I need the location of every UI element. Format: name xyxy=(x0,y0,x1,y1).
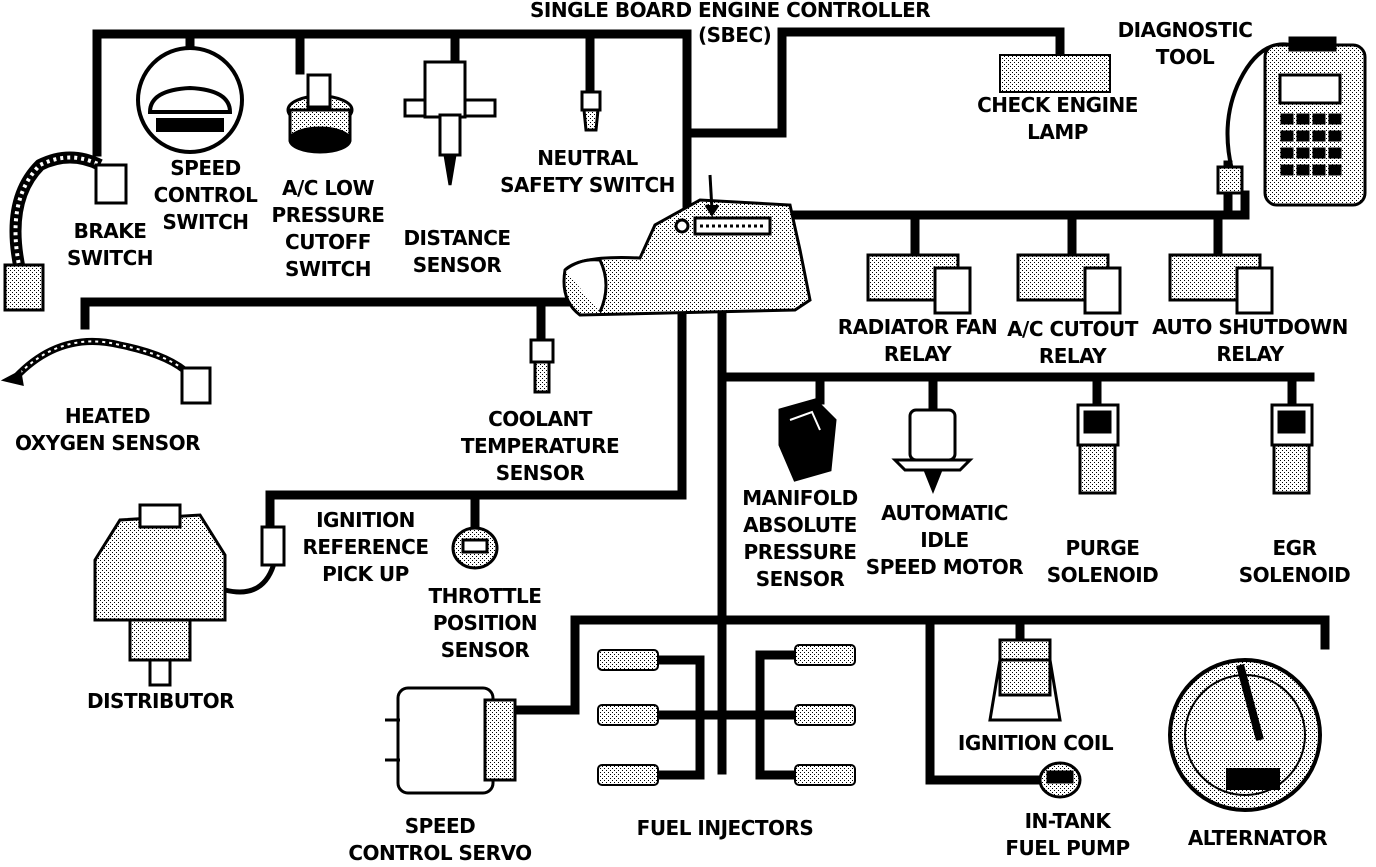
brake-switch-label: BRAKE SWITCH xyxy=(67,219,153,270)
ignition-reference-label: IGNITION REFERENCE PICK UP xyxy=(302,508,429,586)
sbec-controller xyxy=(562,174,812,317)
fuel-injectors-label: FUEL INJECTORS xyxy=(636,816,814,840)
check-engine-lamp-label: CHECK ENGINE LAMP xyxy=(977,93,1138,144)
title-label: SINGLE BOARD ENGINE CONTROLLER xyxy=(530,0,931,22)
heated-oxygen-sensor-label: HEATED OXYGEN SENSOR xyxy=(14,404,201,455)
auto-shutdown-relay-label: AUTO SHUTDOWN RELAY xyxy=(1152,315,1348,366)
egr-solenoid-label: EGR SOLENOID xyxy=(1238,536,1351,587)
auto-shutdown-relay-shape xyxy=(1168,253,1274,315)
alternator-label: ALTERNATOR xyxy=(1187,826,1328,850)
ais-motor-shape xyxy=(891,408,974,495)
ac-low-pressure-label: A/C LOW PRESSURE CUTOFF SWITCH xyxy=(271,176,385,281)
throttle-position-sensor-shape xyxy=(451,526,499,570)
speed-control-switch-shape xyxy=(136,46,244,154)
wire-top-left-bus xyxy=(92,29,692,220)
radiator-fan-relay-label: RADIATOR FAN RELAY xyxy=(837,315,998,366)
ais-motor-label: AUTOMATIC IDLE SPEED MOTOR xyxy=(865,501,1024,579)
wiring-harness xyxy=(80,27,1330,785)
ac-cutout-relay-shape xyxy=(1016,253,1122,315)
purge-solenoid-label: PURGE SOLENOID xyxy=(1046,536,1159,587)
title-abbrev-label: (SBEC) xyxy=(698,23,772,47)
diagnostic-tool-label: DIAGNOSTIC TOOL xyxy=(1117,18,1253,69)
fuel-pump-shape xyxy=(1038,761,1082,799)
brake-switch-shape xyxy=(3,151,128,312)
wire-lower-bus xyxy=(570,615,1330,710)
wire-check-engine xyxy=(682,27,1065,138)
distributor-shape xyxy=(93,503,286,687)
distance-sensor-shape xyxy=(403,60,497,186)
wire-diagnostic-bus xyxy=(785,190,1250,245)
speed-control-servo-shape xyxy=(385,686,517,795)
map-sensor-shape xyxy=(778,398,837,482)
in-tank-fuel-pump-label: IN-TANK FUEL PUMP xyxy=(1005,809,1130,860)
coolant-temperature-sensor-shape xyxy=(529,338,555,394)
alternator-shape xyxy=(1168,658,1322,812)
check-engine-lamp-shape xyxy=(999,54,1111,93)
ignition-coil-shape xyxy=(988,638,1062,722)
wire-oxygen-sensor xyxy=(80,297,580,330)
ignition-coil-label: IGNITION COIL xyxy=(957,731,1114,755)
heated-oxygen-sensor-shape xyxy=(0,337,212,405)
speed-control-servo-label: SPEED CONTROL SERVO xyxy=(348,814,532,865)
diagnostic-tool-shape xyxy=(1216,36,1367,207)
wire-fuel-pump xyxy=(925,615,1045,785)
map-sensor-label: MANIFOLD ABSOLUTE PRESSURE SENSOR xyxy=(742,486,858,591)
throttle-position-sensor-label: THROTTLE POSITION SENSOR xyxy=(428,584,542,662)
ac-cutout-relay-label: A/C CUTOUT RELAY xyxy=(1007,317,1138,368)
distance-sensor-label: DISTANCE SENSOR xyxy=(403,226,511,277)
ac-low-pressure-switch-shape xyxy=(286,73,354,154)
purge-solenoid-shape xyxy=(1076,403,1120,495)
fuel-injectors-shape xyxy=(597,644,856,786)
coolant-temperature-sensor-label: COOLANT TEMPERATURE SENSOR xyxy=(460,407,620,485)
distributor-label: DISTRIBUTOR xyxy=(87,689,234,713)
radiator-fan-relay-shape xyxy=(866,253,972,315)
speed-control-switch-label: SPEED CONTROL SWITCH xyxy=(153,156,258,234)
neutral-safety-switch-label: NEUTRAL SAFETY SWITCH xyxy=(500,146,675,197)
egr-solenoid-shape xyxy=(1270,403,1314,495)
neutral-safety-switch-shape xyxy=(580,90,602,132)
